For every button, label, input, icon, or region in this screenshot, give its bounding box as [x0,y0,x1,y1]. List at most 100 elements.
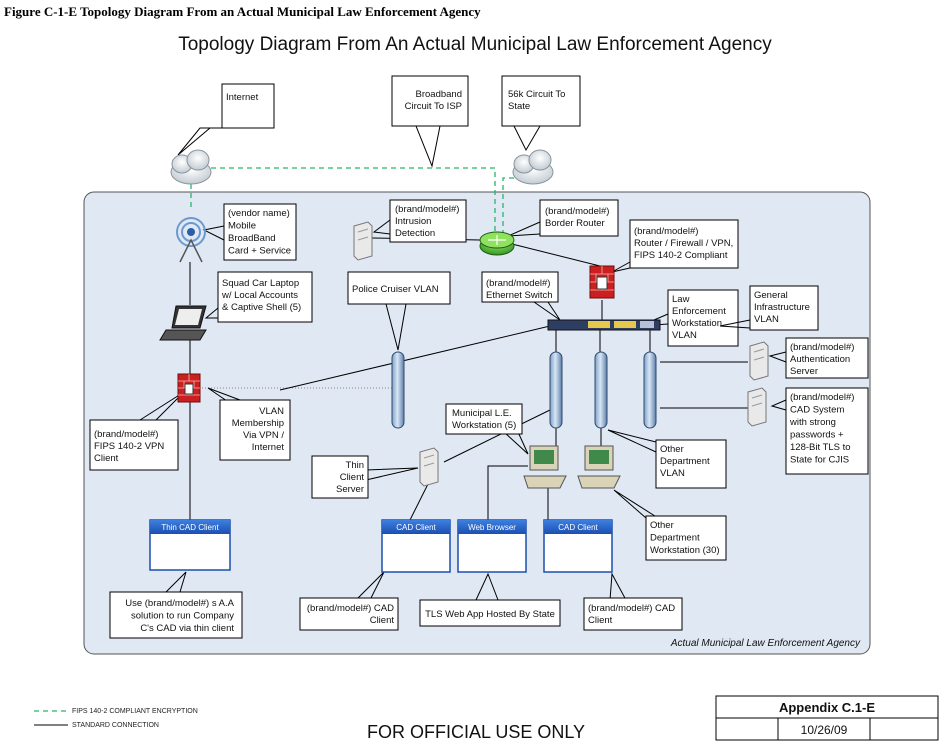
ids-server-icon [353,221,373,261]
legend-encrypted: FIPS 140-2 COMPLIANT ENCRYPTION [72,708,198,715]
callout-cad-system-line-4: passwords + [790,430,844,441]
vlan-pipe-general [643,351,657,429]
appendix-date: 10/26/09 [801,723,848,737]
callout-thin-cad-note-line-3: C's CAD via thin client [140,623,234,634]
thin-client-server-icon [419,447,439,487]
callout-thin-client-line-2: Client [340,472,365,483]
callout-cad-system-line-3: with strong [789,417,836,428]
callout-other-dept-ws-line-1: Other [650,520,674,531]
callout-ids-line-3: Detection [395,228,435,239]
callout-vpn-client [89,391,185,471]
callout-cruiser-vlan-line-1: Police Cruiser VLAN [352,284,439,295]
callout-laptop-line-3: & Captive Shell (5) [222,302,301,313]
callout-cad-client-left [299,571,399,631]
callout-laptop [204,271,313,323]
callout-thin-cad-note-line-1: Use (brand/model#) s A.A [125,598,234,609]
callout-mobile-line-1: (vendor name) [228,208,290,219]
callout-general-vlan-line-1: General [754,290,788,301]
conn-switch-cruiser [279,325,551,391]
callout-firewall-line-2: Router / Firewall / VPN, [634,238,733,249]
callout-other-dept-ws-line-2: Department [650,533,700,544]
conn-thinclient-cad1 [409,483,429,521]
callout-le-vlan-line-4: VLAN [672,330,697,341]
callout-cad-system-line-1: (brand/model#) [790,392,854,403]
callout-municipal-ws-line-2: Workstation (5) [452,420,516,431]
official-use-label: FOR OFFICIAL USE ONLY [367,722,585,742]
cad-client-left-title: CAD Client [396,523,436,532]
callout-mobile-line-3: BroadBand [228,233,276,244]
callout-other-dept-ws [613,489,727,561]
callout-circuit56k-line-1: 56k Circuit To [508,89,565,100]
conn-le-thinclient [443,409,551,463]
callout-cad-client-right-line-2: Client [588,615,613,626]
callout-vpn-client-line-1: (brand/model#) [94,429,158,440]
main-firewall-icon [589,265,615,299]
callout-internet [177,83,275,156]
auth-server-icon [749,341,769,381]
callout-auth-line-3: Server [790,366,818,377]
encrypted-link-top [193,167,496,235]
thin-cad-client-window: Thin CAD Client [149,519,231,571]
callout-laptop-line-2: w/ Local Accounts [221,290,298,301]
callout-border-router-line-1: (brand/model#) [545,206,609,217]
callout-thin-client [311,455,419,499]
other-workstation-icon [577,445,621,489]
vlan-pipe-other [594,351,608,429]
cad-client-window-left: CAD Client [381,519,451,573]
callout-internet-line-1: Internet [226,92,259,103]
callout-56k [501,75,581,152]
callout-cad-client-right [583,572,683,631]
callout-tls-web [419,572,561,627]
cad-client-window-right: CAD Client [543,519,613,573]
callout-general-vlan-line-3: VLAN [754,314,779,325]
callout-le-vlan [639,289,739,347]
callout-switch [481,271,561,321]
callout-vlan-membership-line-4: Internet [252,442,285,453]
callout-vlan-membership-line-2: Membership [232,418,284,429]
vpn-firewall-icon [177,373,201,403]
callout-vpn-client-line-3: Client [94,453,119,464]
callout-cad-system-line-2: CAD System [790,405,844,416]
municipal-workstation-icon [523,445,567,489]
callout-laptop-line-1: Squad Car Laptop [222,278,299,289]
callout-auth-line-2: Authentication [790,354,850,365]
callout-cruiser-vlan [347,271,451,351]
callout-vpn-client-line-2: FIPS 140-2 VPN [94,441,164,452]
callout-other-dept-vlan-line-2: Department [660,456,710,467]
appendix-box: Appendix C.1-E 10/26/09 [715,695,939,741]
callout-broadband [391,75,469,168]
callout-mobile-line-2: Mobile [228,221,256,232]
ethernet-switch-icon [547,319,661,331]
callout-border-router [507,199,619,237]
callout-firewall [611,219,739,273]
callout-vlan-membership [207,387,291,461]
callout-other-dept-vlan-line-3: VLAN [660,468,685,479]
callout-le-vlan-line-1: Law [672,294,690,305]
callout-vlan-membership-line-1: VLAN [259,406,284,417]
callout-mobile-line-4: Card + Service [228,246,291,257]
legend: FIPS 140-2 COMPLIANT ENCRYPTION STANDARD… [34,708,198,729]
web-browser-title: Web Browser [468,523,516,532]
callout-ids-line-1: (brand/model#) [395,204,459,215]
callout-circuit56k-line-2: State [508,101,530,112]
legend-standard: STANDARD CONNECTION [72,722,159,729]
callout-mobile [202,203,297,261]
callout-switch-line-2: Ethernet Switch [486,290,553,301]
callout-cad-system-line-5: 128-Bit TLS to [790,442,851,453]
callout-other-dept-vlan-line-1: Other [660,444,684,455]
appendix-title: Appendix C.1-E [779,700,875,715]
callout-le-vlan-line-3: Workstation [672,318,722,329]
callout-le-vlan-line-2: Enforcement [672,306,726,317]
callout-thin-cad-note-line-2: solution to run Company [131,611,234,622]
vlan-pipe-le [549,351,563,429]
conn-municipal-web [487,465,528,520]
callout-firewall-line-1: (brand/model#) [634,226,698,237]
callout-other-dept-vlan [607,429,727,489]
wireless-antenna-icon [176,217,206,263]
internet-cloud-icon [170,149,212,185]
callout-cad-client-left-line-2: Client [370,615,395,626]
web-browser-window: Web Browser [457,519,527,573]
callout-cad-client-right-line-1: (brand/model#) CAD [588,603,675,614]
callout-ids [372,199,467,243]
